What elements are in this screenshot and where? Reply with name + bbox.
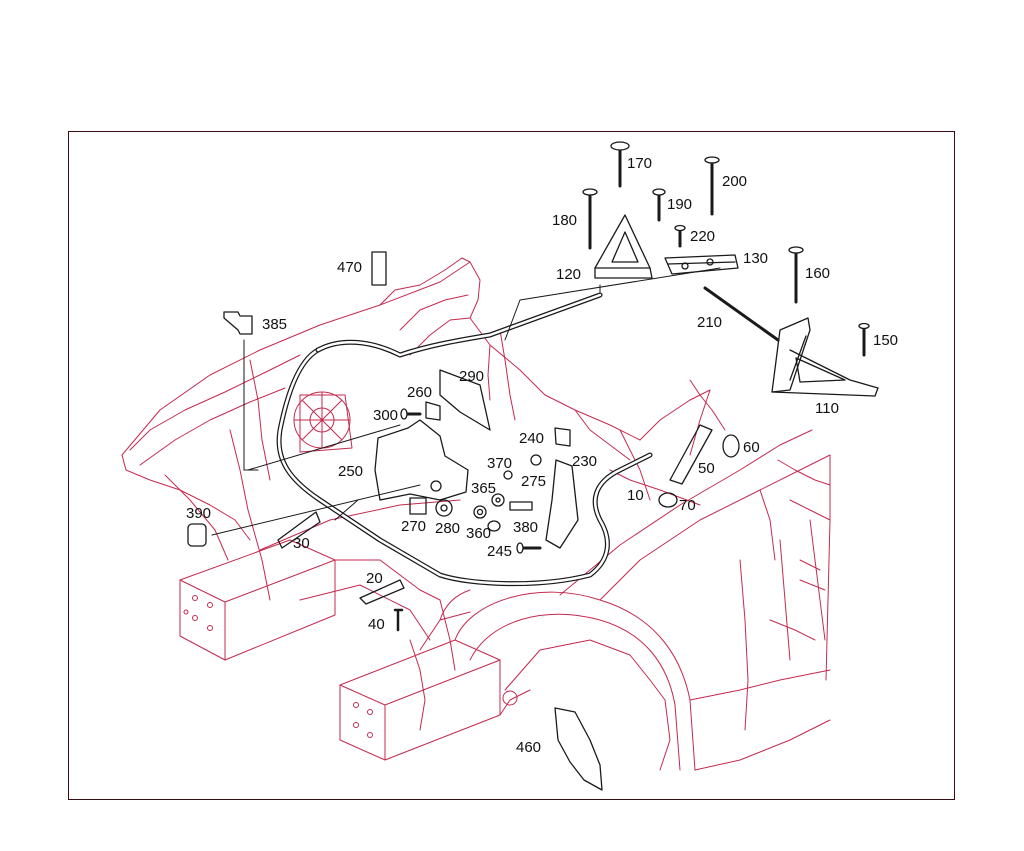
vehicle-body (121, 257, 831, 771)
callout-360: 360 (466, 525, 491, 542)
callout-60: 60 (743, 439, 760, 456)
callout-10: 10 (627, 487, 644, 504)
rod-210-part (703, 286, 780, 342)
bracket-120-part (594, 214, 653, 279)
callout-250: 250 (338, 463, 363, 480)
callout-210: 210 (697, 314, 722, 331)
callout-380: 380 (513, 519, 538, 536)
strip-30-part (277, 511, 321, 549)
bracket-240-part (554, 427, 571, 447)
callout-70: 70 (679, 497, 696, 514)
callout-385: 385 (262, 316, 287, 333)
pad-390-part (187, 523, 207, 547)
callout-290: 290 (459, 368, 484, 385)
trunk-seal-part (276, 292, 653, 587)
callout-370: 370 (487, 455, 512, 472)
clip-470-part (371, 251, 387, 286)
callout-390: 390 (186, 505, 211, 522)
hinge-130-part (664, 254, 739, 275)
callout-460: 460 (516, 739, 541, 756)
callout-180: 180 (552, 212, 577, 229)
callout-240: 240 (519, 430, 544, 447)
hinge-110-part (771, 317, 879, 397)
grommet-60-part (722, 434, 740, 458)
liner-460-part (554, 707, 603, 791)
callout-470: 470 (337, 259, 362, 276)
callout-150: 150 (873, 332, 898, 349)
callout-170: 170 (627, 155, 652, 172)
callout-50: 50 (698, 460, 715, 477)
callout-40: 40 (368, 616, 385, 633)
callout-245: 245 (487, 543, 512, 560)
strip-20-part (359, 579, 405, 605)
callout-200: 200 (722, 173, 747, 190)
diagram-frame (68, 131, 955, 800)
bracket-230-part (545, 459, 579, 549)
callout-130: 130 (743, 250, 768, 267)
bolts (393, 141, 870, 632)
callout-20: 20 (366, 570, 383, 587)
callout-260: 260 (407, 384, 432, 401)
callout-30: 30 (293, 535, 310, 552)
callout-300: 300 (373, 407, 398, 424)
parts (187, 141, 879, 791)
callout-280: 280 (435, 520, 460, 537)
strip-50-part (669, 424, 713, 485)
callout-230: 230 (572, 453, 597, 470)
plug-70-part (658, 492, 678, 508)
callout-220: 220 (690, 228, 715, 245)
panel-290-part (439, 369, 491, 431)
plate-260-part (425, 401, 441, 421)
callout-160: 160 (805, 265, 830, 282)
callout-190: 190 (667, 196, 692, 213)
leader-lines (211, 267, 721, 536)
callout-labels: 170 200 190 180 220 470 120 130 160 385 … (186, 155, 898, 756)
callout-365: 365 (471, 480, 496, 497)
bracket-250-part (374, 419, 469, 501)
bracket-385-part (223, 311, 253, 335)
callout-270: 270 (401, 518, 426, 535)
callout-120: 120 (556, 266, 581, 283)
callout-275: 275 (521, 473, 546, 490)
callout-110: 110 (815, 400, 839, 417)
fasteners (409, 454, 542, 532)
